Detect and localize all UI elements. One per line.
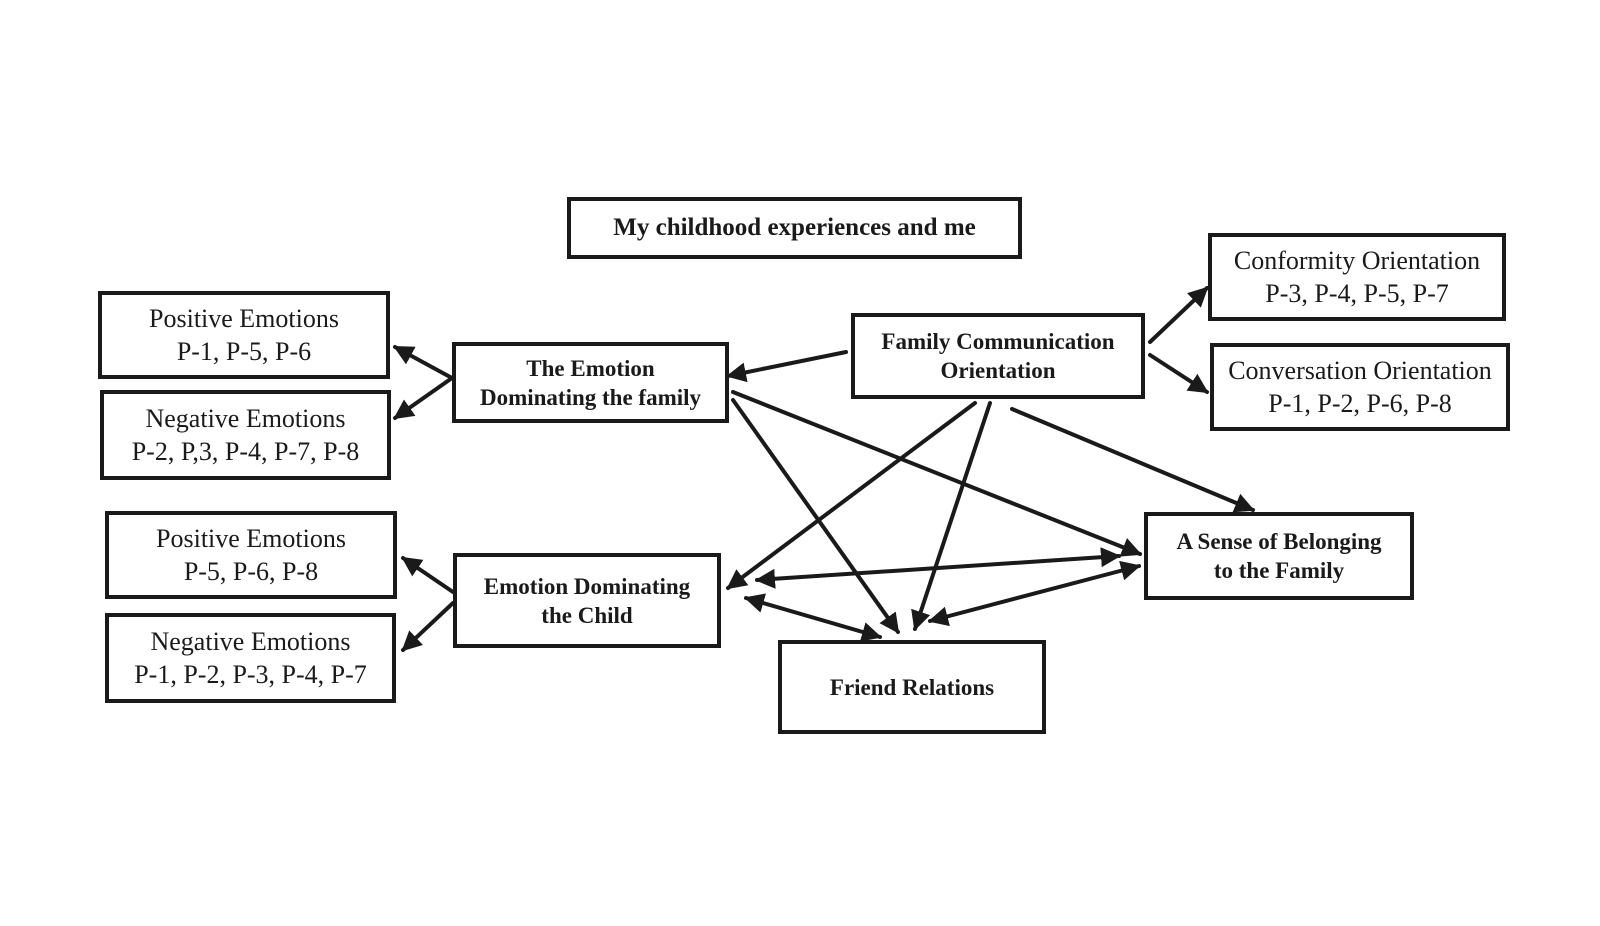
node-emotion-dominating-family: The Emotion Dominating the family	[452, 342, 729, 423]
arrow-fco-to-belonging	[1010, 407, 1255, 513]
arrow-fco-to-conversation	[1148, 353, 1209, 394]
arrow-emotion-family-to-negative	[393, 376, 454, 420]
family-communication-line2: Orientation	[940, 358, 1056, 383]
family-positive-participants: P-1, P-5, P-6	[176, 337, 312, 366]
node-child-positive-emotions: Positive Emotions P-5, P-6, P-8	[105, 511, 397, 599]
arrow-fco-to-emotion-family	[726, 350, 848, 383]
emotion-child-line1: Emotion Dominating	[483, 573, 691, 599]
arrow-emotion-family-to-friend-relations	[731, 398, 900, 634]
conversation-participants: P-1, P-2, P-6, P-8	[1268, 389, 1452, 418]
conformity-participants: P-3, P-4, P-5, P-7	[1265, 279, 1449, 308]
node-family-positive-emotions: Positive Emotions P-1, P-5, P-6	[98, 291, 390, 379]
arrow-emotion-family-to-positive	[393, 345, 454, 380]
node-family-communication-orientation: Family Communication Orientation	[851, 313, 1145, 399]
child-positive-participants: P-5, P-6, P-8	[183, 557, 319, 586]
emotion-child-line2: the Child	[541, 602, 633, 628]
family-negative-label: Negative Emotions	[145, 404, 346, 433]
arrow-emotion-child-friend-relations	[744, 593, 882, 642]
diagram-title-text: My childhood experiences and me	[613, 214, 976, 241]
arrow-fco-to-friend-relations	[911, 401, 992, 631]
belonging-line2: to the Family	[1213, 558, 1345, 583]
node-conformity-orientation: Conformity Orientation P-3, P-4, P-5, P-…	[1208, 233, 1506, 321]
node-emotion-dominating-child: Emotion Dominating the Child	[453, 553, 721, 648]
node-child-negative-emotions: Negative Emotions P-1, P-2, P-3, P-4, P-…	[105, 613, 396, 703]
arrow-friend-relations-belonging	[928, 560, 1141, 627]
conversation-label: Conversation Orientation	[1228, 356, 1492, 385]
family-communication-line1: Family Communication	[881, 329, 1115, 354]
node-friend-relations: Friend Relations	[778, 640, 1046, 734]
child-positive-label: Positive Emotions	[156, 524, 346, 553]
belonging-line1: A Sense of Belonging	[1176, 529, 1382, 554]
conformity-label: Conformity Orientation	[1233, 246, 1481, 275]
emotion-family-line2: Dominating the family	[479, 384, 702, 410]
emotion-family-line1: The Emotion	[526, 355, 655, 381]
family-positive-label: Positive Emotions	[149, 304, 339, 333]
node-family-negative-emotions: Negative Emotions P-2, P,3, P-4, P-7, P-…	[100, 390, 391, 480]
family-negative-participants: P-2, P,3, P-4, P-7, P-8	[131, 437, 360, 466]
node-conversation-orientation: Conversation Orientation P-1, P-2, P-6, …	[1210, 343, 1510, 431]
friend-relations-label: Friend Relations	[829, 674, 995, 700]
node-sense-of-belonging: A Sense of Belonging to the Family	[1144, 512, 1414, 600]
arrow-emotion-child-to-positive	[401, 556, 455, 594]
child-negative-participants: P-1, P-2, P-3, P-4, P-7	[134, 660, 367, 689]
arrow-emotion-family-to-belonging	[731, 390, 1142, 557]
diagram-title: My childhood experiences and me	[567, 197, 1022, 259]
child-negative-label: Negative Emotions	[150, 627, 351, 656]
arrow-emotion-child-to-negative	[401, 601, 455, 652]
arrow-fco-to-conformity	[1148, 286, 1209, 344]
